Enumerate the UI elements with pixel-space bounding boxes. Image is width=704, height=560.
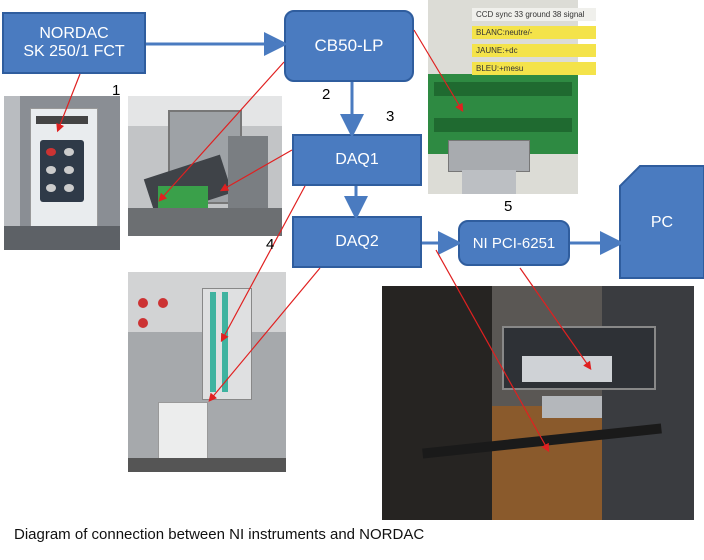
ni-pci-box: NI PCI-6251 (458, 220, 570, 266)
label-sync: CCD sync 33 ground 38 signal (472, 8, 596, 21)
label-blanc: BLANC:neutre/- (472, 26, 596, 39)
label-4: 4 (266, 236, 275, 253)
label-3: 3 (386, 108, 395, 125)
label-1: 1 (112, 82, 121, 99)
label-5: 5 (504, 198, 513, 215)
caption: Diagram of connection between NI instrum… (14, 526, 425, 543)
cabinet-photo (128, 96, 282, 236)
daq2-box: DAQ2 (292, 216, 422, 268)
terminal-photo: CCD sync 33 ground 38 signal BLANC:neutr… (428, 0, 596, 194)
label-bleu: BLEU:+mesu (472, 62, 596, 75)
daq1-box: DAQ1 (292, 134, 422, 186)
nordac-box: NORDAC SK 250/1 FCT (2, 12, 146, 74)
label-2: 2 (322, 86, 331, 103)
pc-cable-photo (382, 286, 694, 520)
label-jaune: JAUNE:+dc (472, 44, 596, 57)
cb50-box: CB50-LP (284, 10, 414, 82)
daq-rack-photo (128, 272, 286, 472)
nordac-photo (4, 96, 120, 250)
pc-label: PC (650, 214, 674, 231)
